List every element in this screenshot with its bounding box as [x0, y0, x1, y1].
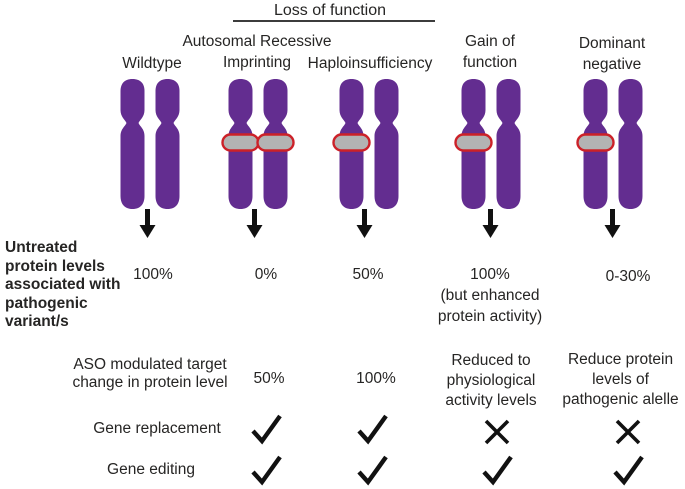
chromosome-pair-dominant-negative	[576, 79, 645, 209]
gene-editing-mark-autosomal-recessive-imprinting	[249, 453, 283, 487]
untreated-row-label: Untreated protein levels associated with…	[5, 239, 121, 330]
column-label-autosomal-recessive-imprinting: Autosomal Recessive Imprinting	[182, 33, 332, 71]
chromosome-pair-autosomal-recessive-imprinting	[221, 79, 295, 209]
column-label-gain-of-function: Gain of function	[462, 33, 518, 71]
column-label-wildtype: Wildtype	[122, 55, 182, 72]
chromosome-pair-haploinsufficiency	[332, 79, 401, 209]
gene-editing-mark-dominant-negative	[611, 453, 645, 487]
aso-value-dominant-negative: Reduce protein levels of pathogenic alel…	[562, 351, 679, 408]
loss-of-function-header: Loss of function	[273, 2, 387, 19]
untreated-value-autosomal-recessive-imprinting: 0%	[254, 266, 278, 283]
gene-editing-mark-haploinsufficiency	[355, 453, 389, 487]
down-arrow-icon	[482, 209, 499, 238]
column-label-haploinsufficiency: Haploinsufficiency	[307, 55, 433, 72]
column-label-dominant-negative: Dominant negative	[578, 35, 646, 73]
gene-replacement-mark-haploinsufficiency	[355, 412, 389, 446]
aso-value-haploinsufficiency: 100%	[356, 370, 396, 387]
chromosome-pair-wildtype	[118, 79, 182, 209]
untreated-value-wildtype: 100%	[133, 266, 173, 283]
aso-value-autosomal-recessive-imprinting: 50%	[253, 370, 285, 387]
pathogenic-variant-band	[332, 133, 371, 152]
gene-replacement-mark-dominant-negative	[611, 414, 645, 448]
aso-row-label: ASO modulated target change in protein l…	[72, 356, 228, 391]
untreated-value-haploinsufficiency: 50%	[352, 266, 384, 283]
gene-replacement-mark-autosomal-recessive-imprinting	[249, 412, 283, 446]
pathogenic-variant-band	[256, 133, 295, 152]
pathogenic-variant-band	[454, 133, 493, 152]
untreated-value-gain-of-function: 100% (but enhanced protein activity)	[437, 266, 543, 325]
down-arrow-icon	[246, 209, 263, 238]
gene-replacement-mark-gain-of-function	[480, 414, 514, 448]
untreated-value-dominant-negative: 0-30%	[605, 268, 651, 285]
pathogenic-variant-band	[221, 133, 260, 152]
down-arrow-icon	[356, 209, 373, 238]
loss-of-function-underline	[233, 20, 435, 22]
gene-replacement-row-label: Gene replacement	[93, 420, 221, 437]
chromosome-pair-gain-of-function	[454, 79, 523, 209]
gene-editing-row-label: Gene editing	[107, 461, 195, 478]
pathogenic-variant-band	[576, 133, 615, 152]
down-arrow-icon	[604, 209, 621, 238]
down-arrow-icon	[139, 209, 156, 238]
gene-editing-mark-gain-of-function	[480, 453, 514, 487]
aso-value-gain-of-function: Reduced to physiological activity levels	[445, 352, 537, 409]
